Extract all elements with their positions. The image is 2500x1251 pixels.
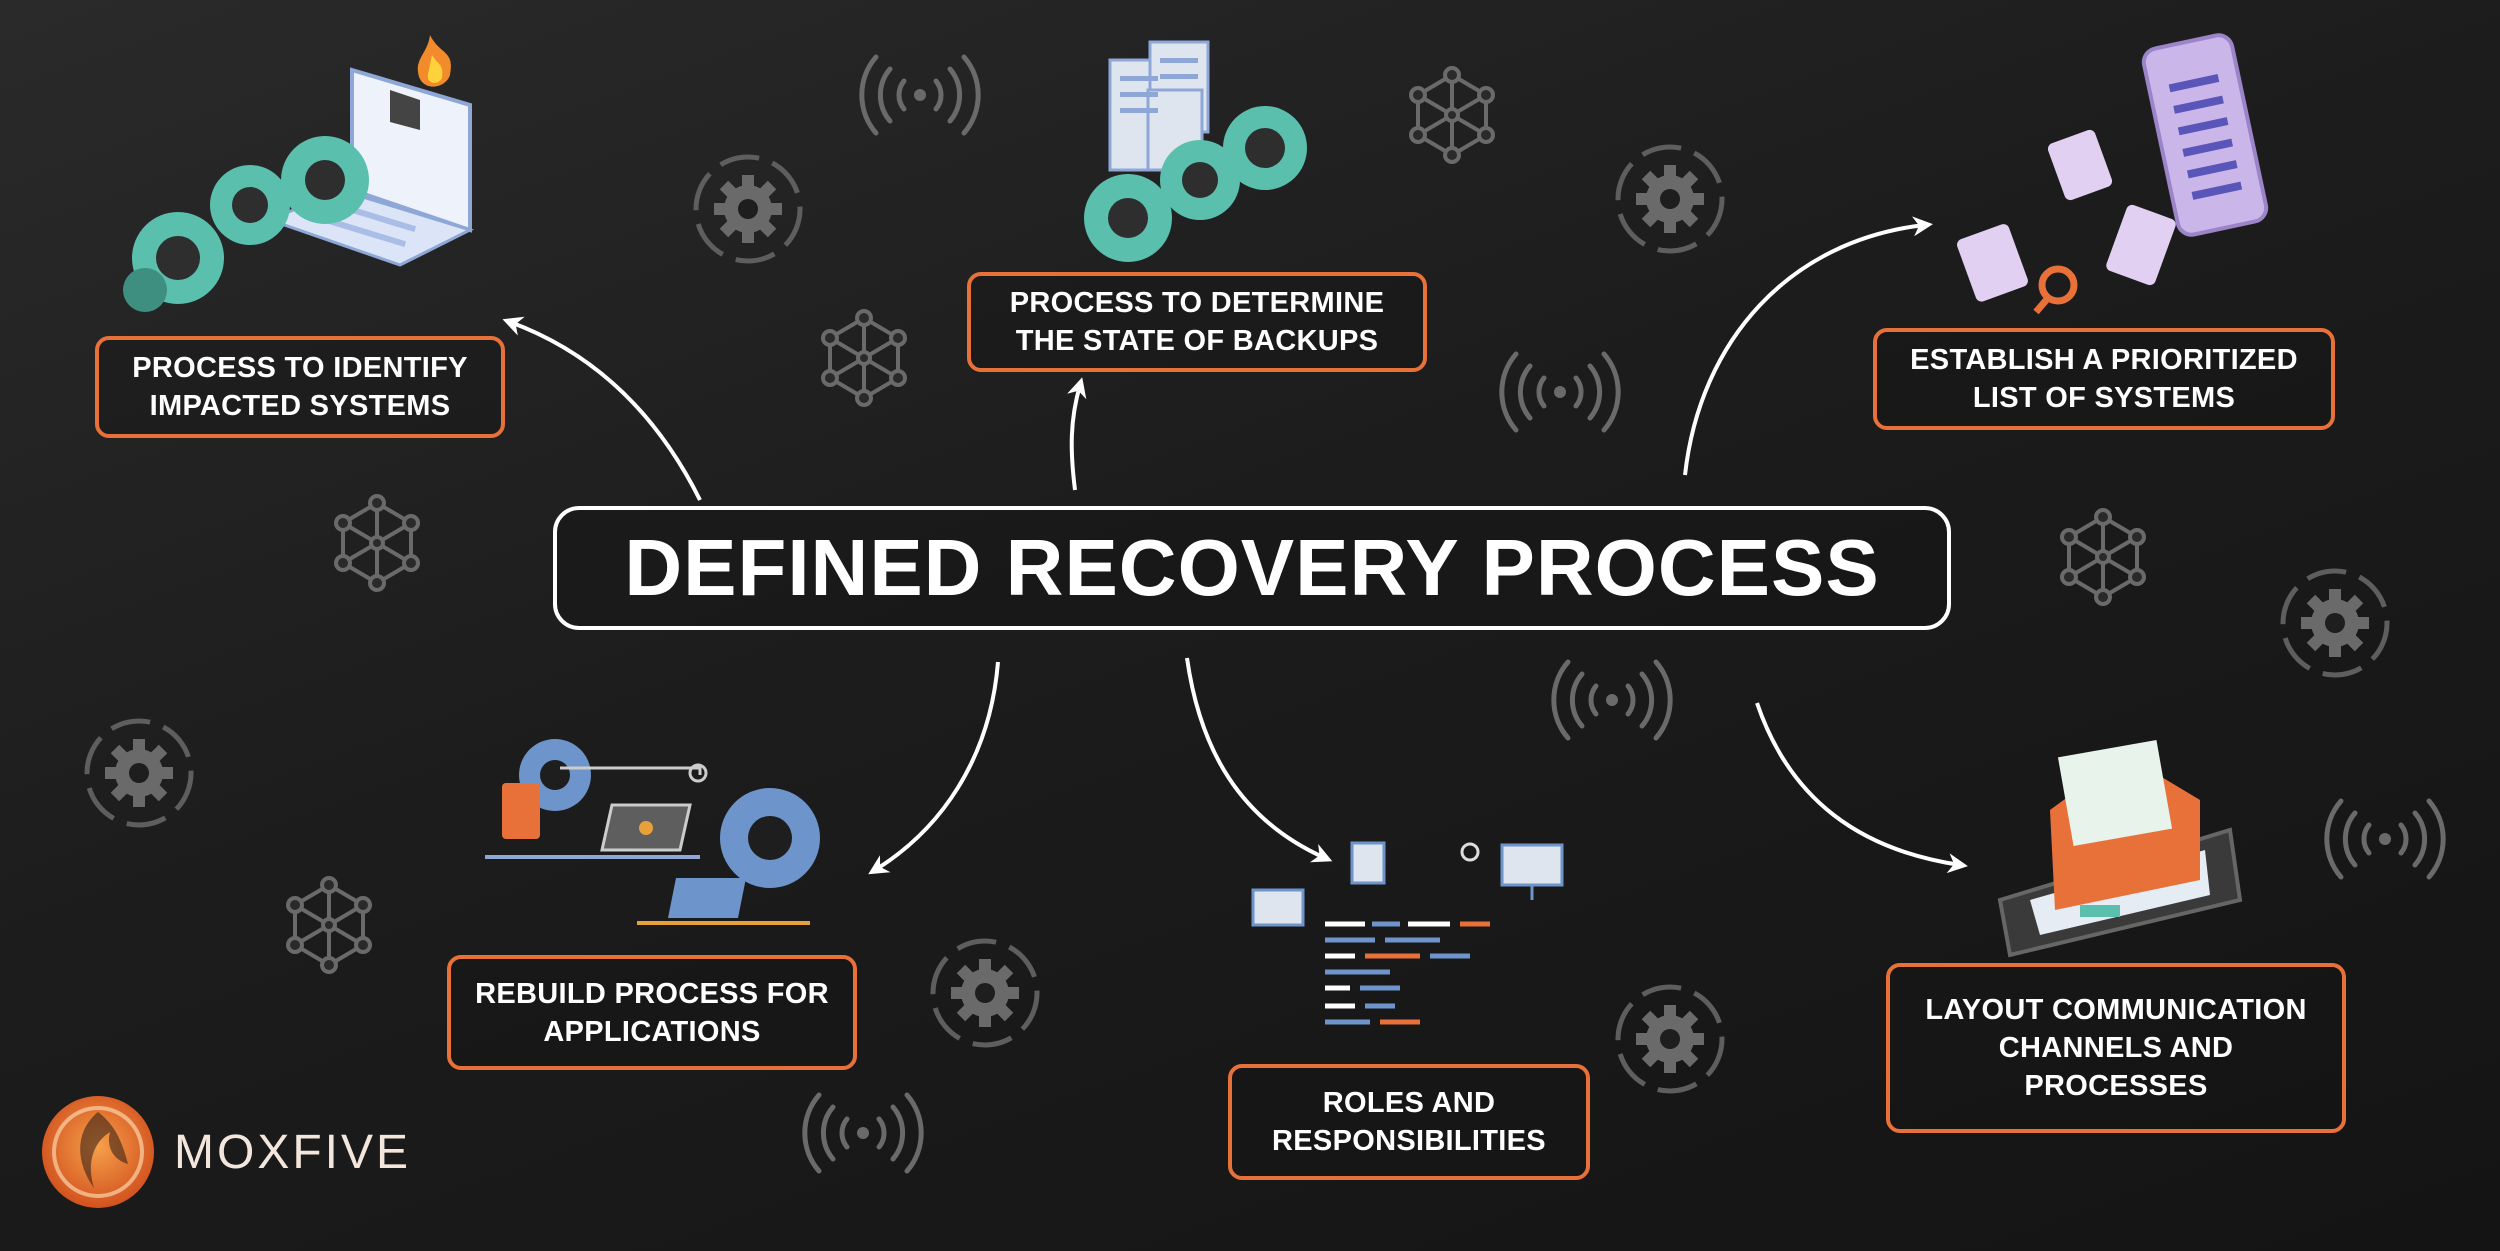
step-label: ESTABLISH A PRIORITIZED LIST OF SYSTEMS: [1910, 344, 2298, 414]
step-roles-responsibilities: ROLES AND RESPONSIBILITIES: [1228, 1064, 1590, 1180]
wireless-signal-icon: [862, 57, 978, 133]
step-communication-channels: LAYOUT COMMUNICATION CHANNELS AND PROCES…: [1886, 963, 2346, 1133]
network-node-icon: [821, 309, 907, 407]
gear-cycle-icon: [87, 721, 191, 825]
step-label: PROCESS TO IDENTIFY IMPACTED SYSTEMS: [132, 352, 468, 422]
gear-cycle-icon: [933, 941, 1037, 1045]
server-gears-illustration: [1084, 40, 1307, 262]
gear-cycle-icon: [1618, 147, 1722, 251]
wireless-signal-icon: [1502, 354, 1618, 430]
network-node-icon: [286, 876, 372, 974]
step-label: LAYOUT COMMUNICATION CHANNELS AND PROCES…: [1925, 994, 2307, 1102]
gear-cycle-icon: [696, 157, 800, 261]
connector-arrow: [1067, 377, 1087, 491]
connector-arrow: [1755, 702, 1968, 874]
step-label: ROLES AND RESPONSIBILITIES: [1272, 1087, 1546, 1157]
step-label: REBUILD PROCESS FOR APPLICATIONS: [475, 977, 829, 1048]
network-node-icon: [334, 494, 420, 592]
phoenix-logo-icon: [42, 1096, 154, 1208]
gear-cycle-icon: [1618, 987, 1722, 1091]
gear-cycle-icon: [2283, 571, 2387, 675]
step-determine-backups: PROCESS TO DETERMINE THE STATE OF BACKUP…: [967, 272, 1427, 372]
wireless-signal-icon: [1554, 662, 1670, 738]
wireless-signal-icon: [805, 1095, 921, 1171]
connector-arrow: [868, 661, 1000, 875]
step-rebuild-applications: REBUILD PROCESS FOR APPLICATIONS: [447, 955, 857, 1070]
laptop-gears-illustration: [123, 35, 475, 312]
connector-arrow: [502, 316, 702, 501]
wireless-signal-icon: [2327, 801, 2443, 877]
code-roles-illustration: [1251, 841, 1564, 1025]
network-node-icon: [2060, 508, 2146, 606]
step-identify-impacted-systems: PROCESS TO IDENTIFY IMPACTED SYSTEMS: [95, 336, 505, 438]
network-node-icon: [1409, 66, 1495, 164]
step-prioritized-list: ESTABLISH A PRIORITIZED LIST OF SYSTEMS: [1873, 328, 2335, 430]
email-envelope-illustration: [1997, 740, 2243, 958]
connector-arrow: [1683, 216, 1933, 476]
rebuild-gears-illustration: [485, 739, 820, 925]
checklist-illustration: [1957, 33, 2269, 315]
title-text: DEFINED RECOVERY PROCESS: [624, 523, 1880, 612]
step-label: PROCESS TO DETERMINE THE STATE OF BACKUP…: [1009, 287, 1385, 357]
brand-name: MOXFIVE: [174, 1125, 412, 1179]
moxfive-logo: MOXFIVE: [36, 1092, 411, 1212]
diagram-title: DEFINED RECOVERY PROCESS: [553, 506, 1951, 630]
connector-arrow: [1185, 657, 1333, 863]
